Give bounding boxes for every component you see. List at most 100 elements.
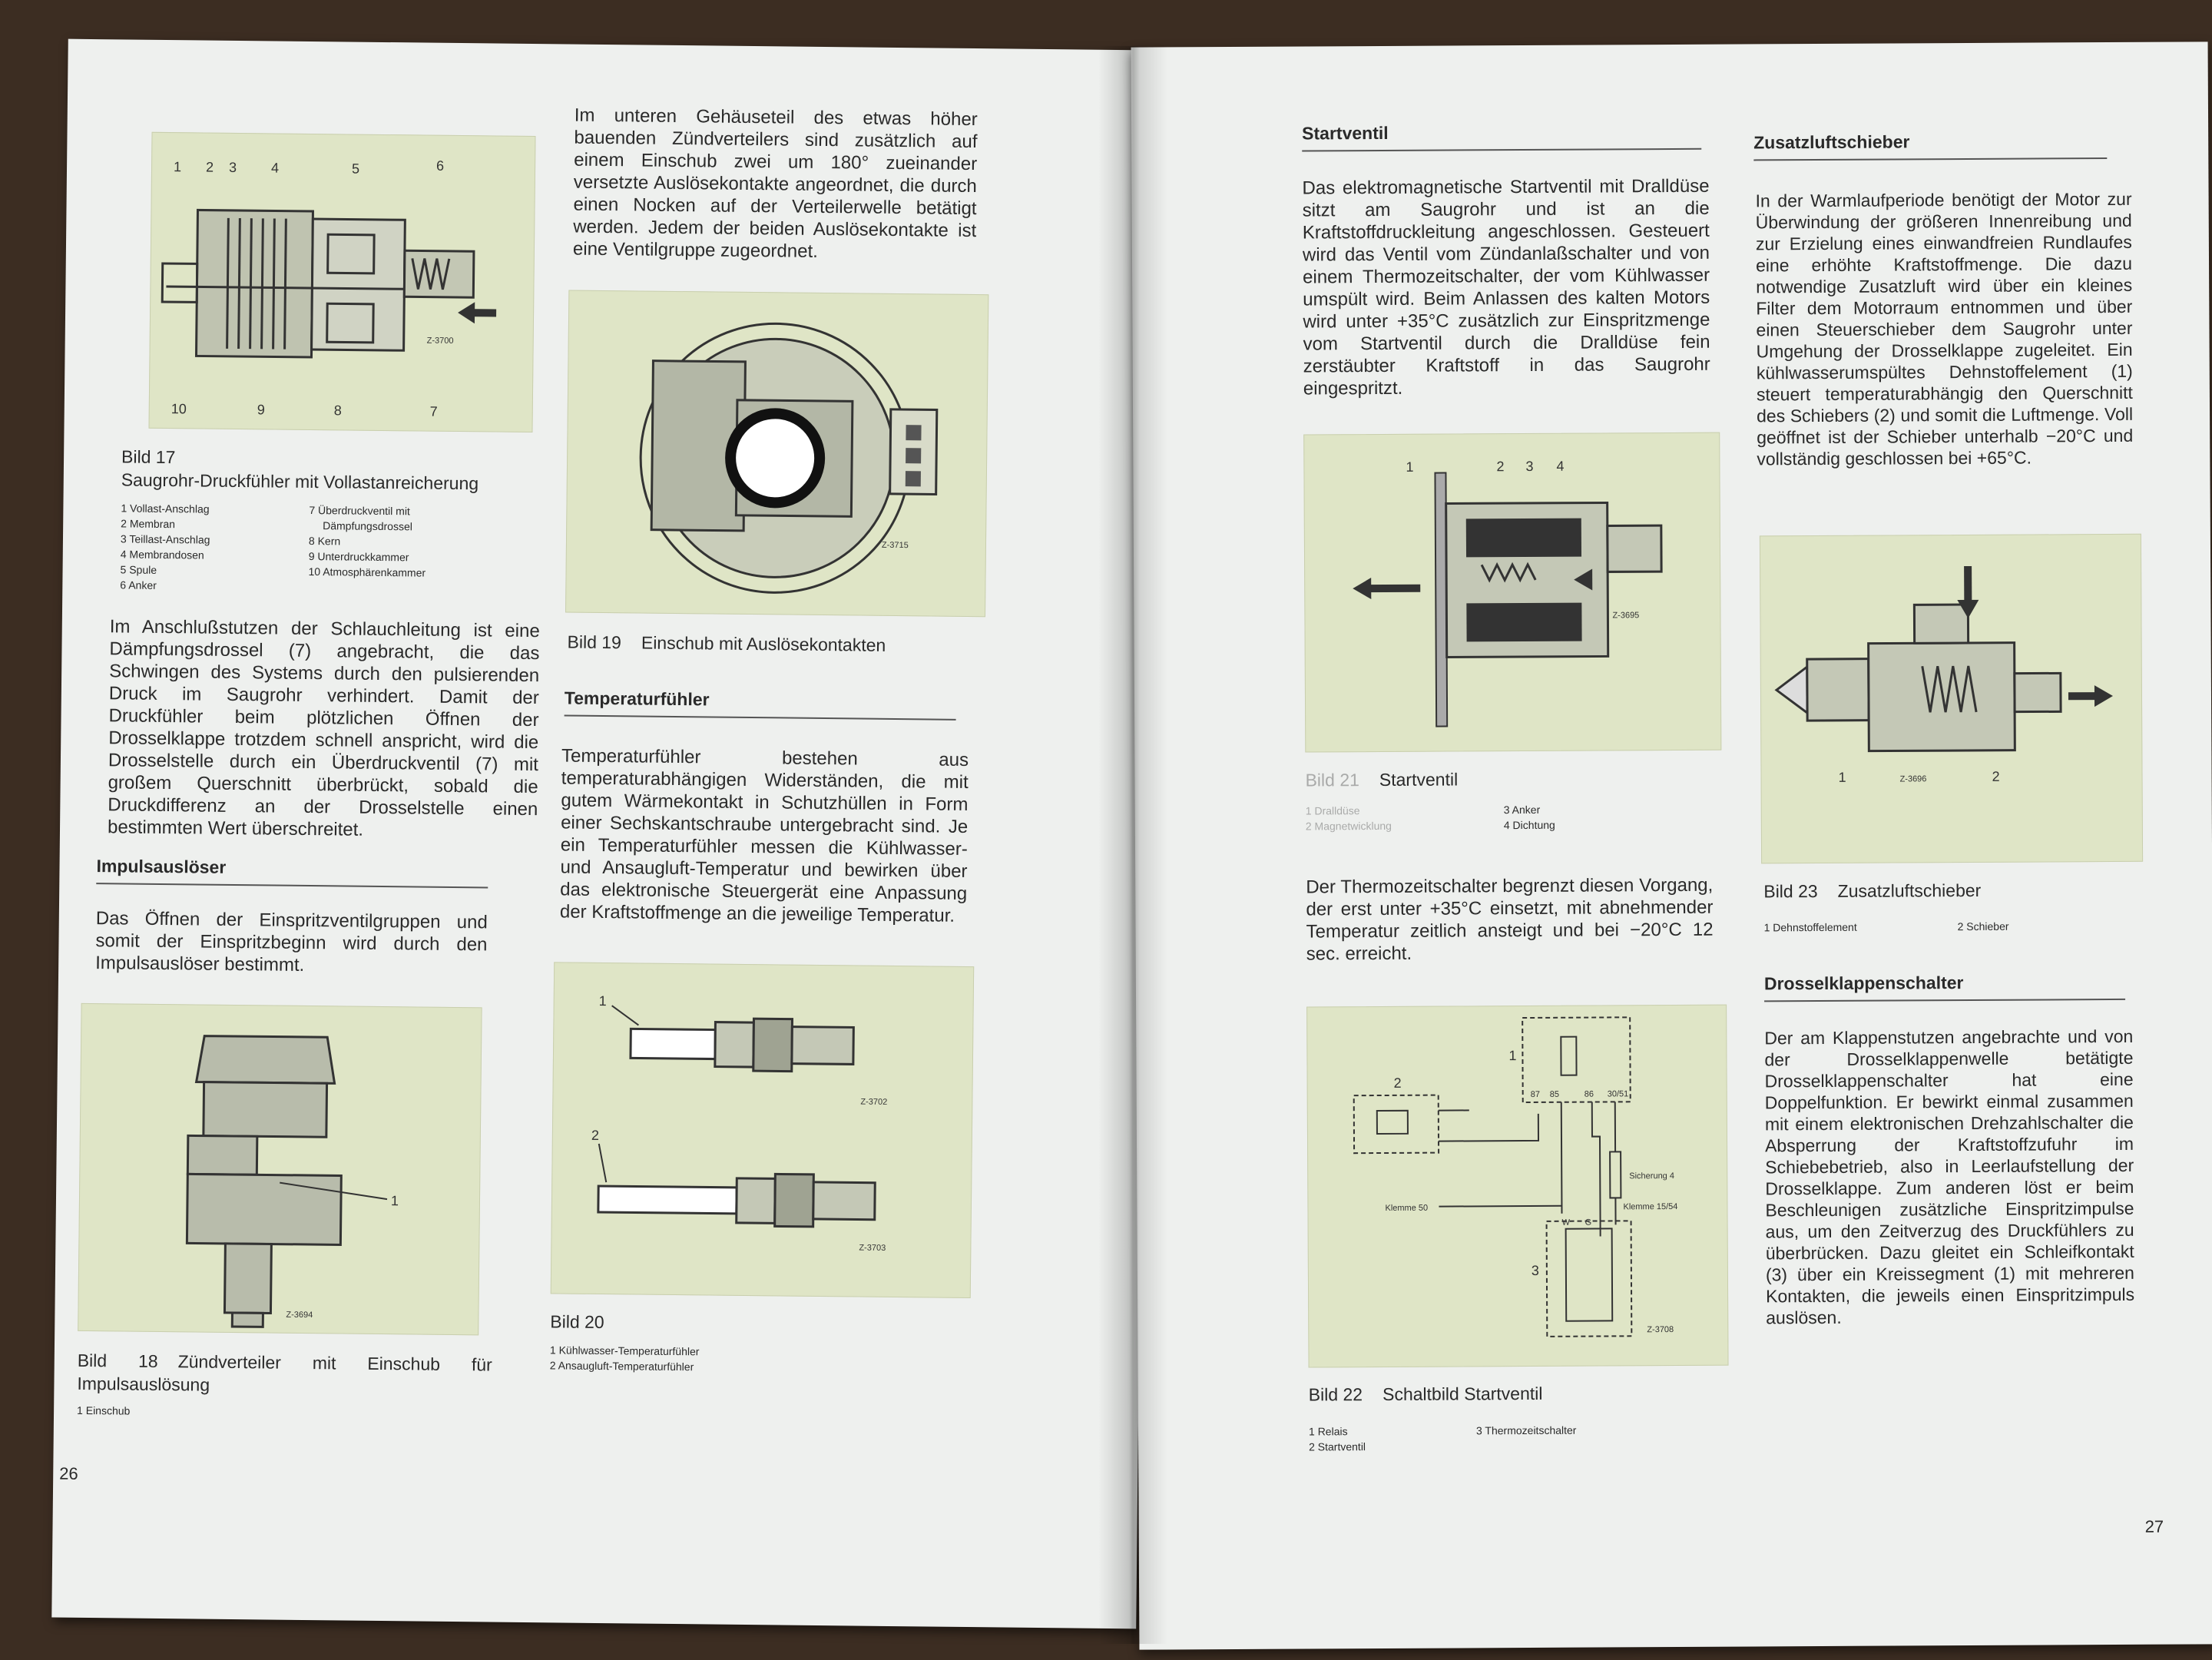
paragraph-zusatzluftschieber: In der Warmlaufperiode benötigt der Moto… <box>1755 188 2134 469</box>
fig17-label-6: 6 <box>436 158 444 174</box>
fig21-legend-right: 3 Anker 4 Dichtung <box>1504 801 1657 833</box>
fig23-title: Zusatzluftschieber <box>1837 880 1982 901</box>
fig22-terminal-w: W <box>1562 1218 1571 1228</box>
figure-21-image: 1 2 3 4 Z-3695 <box>1303 432 1722 753</box>
fig22-terminal-30-51: 30/51 <box>1608 1089 1629 1098</box>
legend-item: Dämpfungsdrossel <box>323 519 412 533</box>
fig17-legend-right: 7 Überdruckventil mit Dämpfungsdrossel 8… <box>308 502 508 581</box>
fig22-label-3: 3 <box>1532 1263 1539 1278</box>
legend-item: 10 Atmosphärenkammer <box>308 565 426 579</box>
paragraph-intro: Im unteren Gehäuseteil des etwas höher b… <box>572 104 978 262</box>
distributor-diagram: 1 Z-3694 <box>185 1035 399 1328</box>
fig18-code: Z-3694 <box>286 1310 313 1320</box>
fig22-sicherung: Sicherung 4 <box>1629 1171 1674 1181</box>
legend-item: 8 Kern <box>308 534 341 548</box>
fig17-code: Z-3700 <box>427 336 454 346</box>
fig22-terminal-86: 86 <box>1584 1090 1594 1099</box>
temperature-sensors-diagram: 1 2 Z-3702 Z-3703 <box>591 993 887 1253</box>
legend-item: 1 Vollast-Anschlag <box>121 502 210 515</box>
fig21-label-3: 3 <box>1525 459 1533 474</box>
legend-item: 4 Membrandosen <box>120 548 204 562</box>
legend-item: 3 Thermozeitschalter <box>1475 1423 1577 1437</box>
fig21-label-1: 1 <box>1406 459 1413 475</box>
fig17-label-8: 8 <box>334 403 342 418</box>
fig17-label-5: 5 <box>352 161 359 177</box>
fig22-terminal-87: 87 <box>1531 1090 1540 1099</box>
fig20-code-bottom: Z-3703 <box>859 1244 886 1253</box>
figure-22-image: 1 2 3 87 85 86 30/51 W G Sicherung 4 Kle… <box>1306 1004 1729 1368</box>
fig22-terminal-g: G <box>1585 1218 1592 1228</box>
fig17-label-7: 7 <box>430 404 438 419</box>
fig21-number: Bild 21 <box>1305 770 1359 790</box>
fig23-legend-left: 1 Dehnstoffelement <box>1763 920 1857 934</box>
legend-item: 2 Magnetwicklung <box>1305 819 1392 833</box>
fig17-label-1: 1 <box>174 159 181 174</box>
fig21-label-4: 4 <box>1556 459 1564 474</box>
fig23-legend-right: 2 Schieber <box>1957 919 2009 933</box>
fig22-label-2: 2 <box>1394 1075 1402 1091</box>
fig17-label-9: 9 <box>257 402 265 417</box>
fig18-label-1: 1 <box>391 1193 399 1208</box>
fig23-code: Z-3696 <box>1900 774 1927 784</box>
page-number-right: 27 <box>2144 1516 2164 1536</box>
fig22-klemme-50: Klemme 50 <box>1385 1204 1428 1213</box>
fig19-code: Z-3715 <box>882 541 909 550</box>
right-page: Startventil Das elektromagnetische Start… <box>1131 41 2212 1650</box>
fig20-caption: Bild 20 <box>550 1311 604 1333</box>
fig22-legend-left: 1 Relais 2 Startventil <box>1309 1423 1462 1454</box>
figure-19-image: Z-3715 <box>565 290 989 618</box>
fig21-title: Startventil <box>1379 769 1459 790</box>
fig22-legend-right: 3 Thermozeitschalter <box>1476 1422 1645 1438</box>
left-page: 1 2 3 4 5 6 7 8 9 10 Z-3700 Bild 17 Saug… <box>51 38 1153 1629</box>
legend-item: 3 Teillast-Anschlag <box>120 532 210 546</box>
fig22-klemme-15-54: Klemme 15/54 <box>1623 1202 1677 1211</box>
heading-impulsausloeser: Impulsauslöser <box>96 856 488 889</box>
paragraph-temperatur: Temperaturfühler bestehen aus temperatur… <box>559 745 969 926</box>
paragraph-thermozeitschalter: Der Thermozeitschalter begrenzt diesen V… <box>1306 874 1714 965</box>
legend-item: 2 Startventil <box>1309 1440 1366 1453</box>
figure-23-image: 1 2 Z-3696 <box>1759 533 2144 864</box>
fig17-label-4: 4 <box>271 160 279 175</box>
legend-item: 1 Dralldüse <box>1305 804 1360 817</box>
fig21-legend-left: 1 Dralldüse 2 Magnetwicklung <box>1306 802 1498 833</box>
figure-17-image: 1 2 3 4 5 6 7 8 9 10 Z-3700 <box>148 131 536 433</box>
heading-drosselklappenschalter: Drosselklappenschalter <box>1763 971 2126 1002</box>
figure-18-image: 1 Z-3694 <box>78 1002 482 1336</box>
fig18-number: Bild 18 <box>77 1350 158 1371</box>
legend-item: 4 Dichtung <box>1503 818 1555 832</box>
paragraph-startventil: Das elektromagnetische Startventil mit D… <box>1302 175 1710 399</box>
heading-startventil: Startventil <box>1302 121 1702 152</box>
fig23-label-2: 2 <box>1992 769 1999 784</box>
fig20-code-top: Z-3702 <box>860 1098 887 1107</box>
legend-item: 9 Unterdruckkammer <box>308 549 409 564</box>
fig18-legend: 1 Einschub <box>77 1403 131 1417</box>
fig17-title: Saugrohr-Druckfühler mit Vollastanreiche… <box>121 469 479 494</box>
fig21-caption: Bild 21 Startventil <box>1305 768 1704 791</box>
auxiliary-air-valve-diagram: 1 2 Z-3696 <box>1774 565 2113 785</box>
paragraph-impuls: Das Öffnen der Einspritzventilgruppen un… <box>95 908 488 976</box>
heading-zusatzluftschieber: Zusatzluftschieber <box>1753 131 2108 161</box>
legend-item: 2 Ansaugluft-Temperaturfühler <box>549 1359 694 1373</box>
trigger-contacts-diagram: Z-3715 <box>639 322 939 594</box>
legend-item: 6 Anker <box>120 578 157 591</box>
fig17-caption: Bild 17 Saugrohr-Druckfühler mit Vollast… <box>121 445 552 495</box>
fig17-legend-left: 1 Vollast-Anschlag 2 Membran 3 Teillast-… <box>120 500 297 594</box>
fig22-terminal-85: 85 <box>1550 1090 1559 1099</box>
fig17-number: Bild 17 <box>121 446 176 468</box>
figure-20-image: 1 2 Z-3702 Z-3703 <box>550 962 975 1299</box>
fig22-label-1: 1 <box>1508 1048 1516 1063</box>
fig17-label-10: 10 <box>171 401 187 416</box>
legend-item: 2 Membran <box>121 517 176 531</box>
fig22-code: Z-3708 <box>1647 1325 1674 1334</box>
heading-temperaturfuehler: Temperaturfühler <box>564 688 956 721</box>
fig19-number: Bild 19 <box>567 631 622 653</box>
fig20-label-1: 1 <box>599 993 607 1009</box>
legend-item: 5 Spule <box>120 563 157 576</box>
fig17-label-2: 2 <box>206 160 214 175</box>
fig20-legend: 1 Kühlwasser-Temperaturfühler 2 Ansauglu… <box>550 1342 796 1375</box>
paragraph-anschluss: Im Anschlußstutzen der Schlauchleitung i… <box>107 616 540 840</box>
